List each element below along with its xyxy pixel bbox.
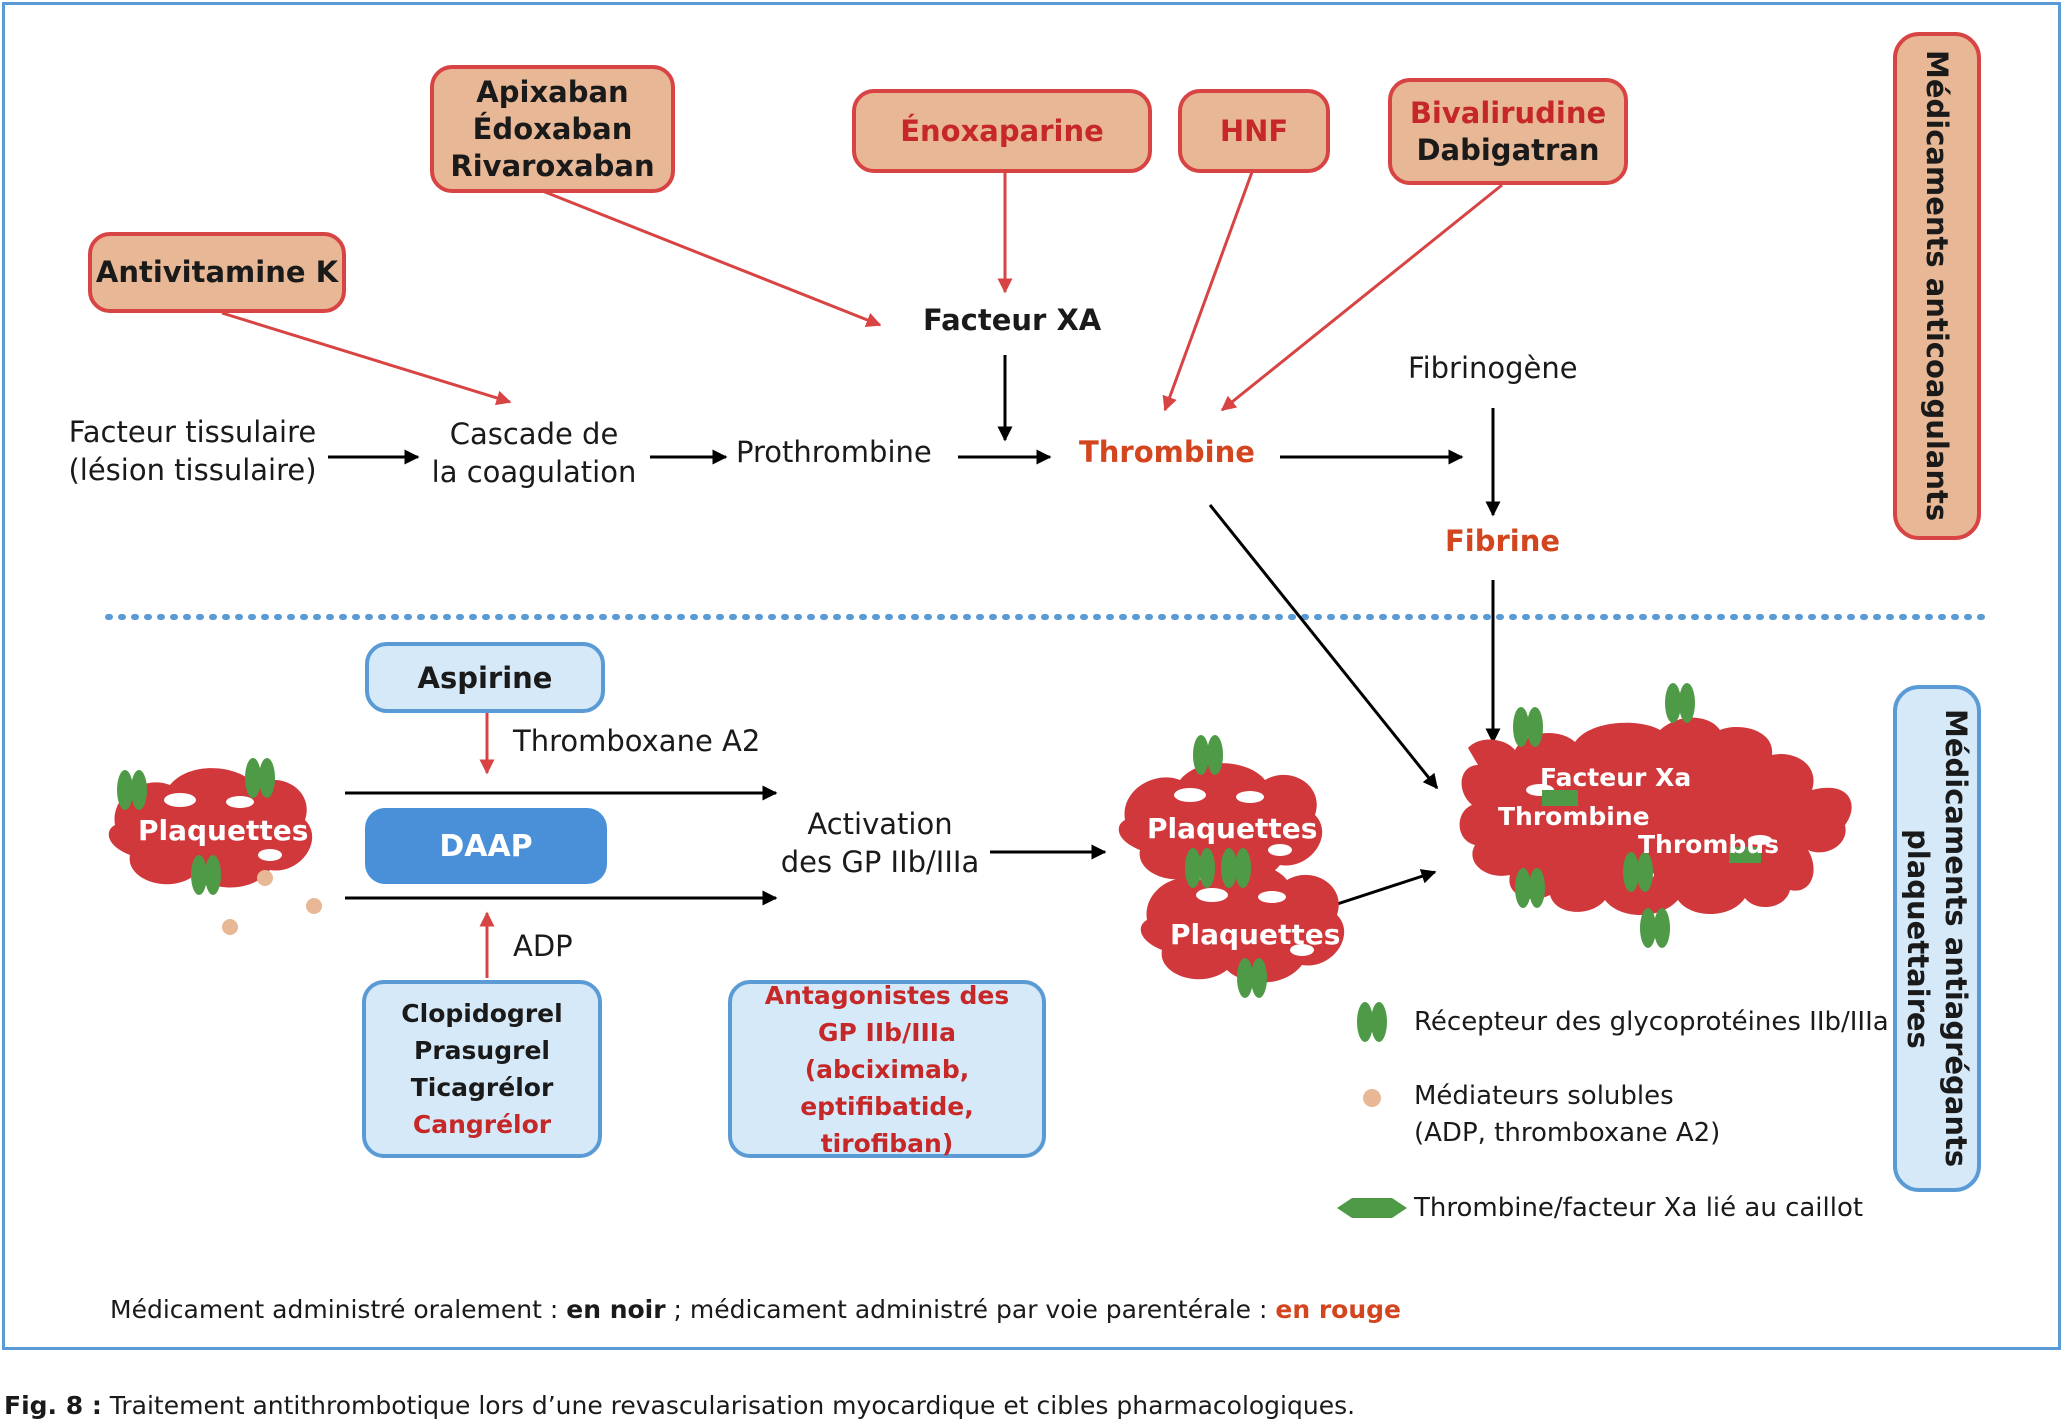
- mediator-dot: [222, 919, 238, 935]
- drug-box-avk: Antivitamine K: [88, 232, 346, 313]
- drug-aspirine: Aspirine: [417, 660, 553, 695]
- label-adp: ADP: [513, 929, 573, 963]
- node-activation-gp: Activation des GP IIb/IIIa: [780, 807, 980, 879]
- panel-anticoagulants-title: Médicaments anticoagulants: [1920, 50, 1954, 522]
- footnote: Médicament administré oralement : en noi…: [110, 1295, 1401, 1324]
- legend-mediator-icon: [1363, 1089, 1381, 1107]
- drug-ticagrelor: Ticagrélor: [410, 1073, 554, 1102]
- drug-box-xa-oral: Apixaban Édoxaban Rivaroxaban: [430, 65, 675, 193]
- drug-clopidogrel: Clopidogrel: [401, 999, 563, 1028]
- drug-box-p2y12: Clopidogrel Prasugrel Ticagrélor Cangrél…: [362, 980, 602, 1158]
- panel-anticoagulants: Médicaments anticoagulants: [1893, 32, 1981, 540]
- legend-receptor-label: Récepteur des glycoprotéines IIb/IIIa: [1414, 1007, 1889, 1037]
- arrow-avk: [221, 311, 512, 406]
- drug-dabigatran: Dabigatran: [1416, 132, 1600, 167]
- bound-enzyme-icon: [1542, 790, 1578, 806]
- figure-caption: Fig. 8 : Traitement antithrombotique lor…: [4, 1391, 1355, 1420]
- drug-hnf: HNF: [1219, 113, 1289, 148]
- drug-enoxaparine: Énoxaparine: [900, 113, 1104, 148]
- node-facteur-xa: Facteur XA: [923, 303, 1102, 337]
- daap-box: DAAP: [365, 808, 607, 884]
- node-cascade: Cascade de la coagulation: [431, 417, 637, 489]
- drug-prasugrel: Prasugrel: [414, 1036, 550, 1065]
- drug-box-gp-antagonists: Antagonistes des GP IIb/IIIa (abciximab,…: [728, 980, 1046, 1158]
- caption-text: Traitement antithrombotique lors d’une r…: [101, 1391, 1356, 1420]
- platelet-label-mid-bottom: Plaquettes: [1170, 918, 1341, 951]
- legend-mediators-label: Médiateurs solubles (ADP, thromboxane A2…: [1414, 1081, 1721, 1148]
- drug-rivaroxaban: Rivaroxaban: [450, 148, 655, 183]
- drug-box-hnf: HNF: [1178, 89, 1330, 173]
- arrow-hnf: [1162, 171, 1254, 412]
- node-facteur-tissulaire: Facteur tissulaire (lésion tissulaire): [68, 415, 317, 487]
- figure-frame: [2, 2, 2061, 1350]
- node-fibrine: Fibrine: [1445, 524, 1561, 558]
- arrow-thrombine-thrombus: [1208, 504, 1439, 790]
- arrow-plaquettes-thrombus: [1324, 869, 1437, 910]
- label-thromboxane: Thromboxane A2: [513, 724, 761, 758]
- platelet-label-mid-top: Plaquettes: [1147, 812, 1318, 845]
- receptor-icon: [1665, 683, 1695, 723]
- drug-box-dti: Bivalirudine Dabigatran: [1388, 78, 1628, 185]
- arrow-bival: [1220, 183, 1503, 412]
- drug-cangrelor: Cangrélor: [412, 1110, 552, 1139]
- drug-avk-label: Antivitamine K: [95, 255, 339, 289]
- legend-bound-icon: [1337, 1198, 1407, 1218]
- daap-label: DAAP: [439, 828, 533, 864]
- thrombus-label-thrombus: Thrombus: [1638, 830, 1779, 859]
- receptor-icon: [1640, 908, 1670, 948]
- bound-enzyme-icon: [1729, 847, 1761, 863]
- mediator-dot: [257, 870, 273, 886]
- drug-box-enoxaparine: Énoxaparine: [852, 89, 1152, 173]
- mediator-dot: [306, 898, 322, 914]
- drug-apixaban: Apixaban: [476, 74, 629, 109]
- platelet-label-left: Plaquettes: [138, 814, 309, 847]
- node-thrombine: Thrombine: [1079, 435, 1255, 469]
- drug-box-aspirine: Aspirine: [365, 642, 605, 713]
- thrombus-label-thrombine: Thrombine: [1498, 802, 1650, 831]
- drug-bivalirudine: Bivalirudine: [1409, 95, 1607, 130]
- drug-edoxaban: Édoxaban: [472, 111, 633, 146]
- node-fibrinogene: Fibrinogène: [1408, 351, 1578, 385]
- legend-receptor-icon: [1357, 1002, 1387, 1042]
- arrow-xa-oral: [539, 188, 882, 327]
- node-prothrombine: Prothrombine: [736, 435, 932, 469]
- thrombus-label-xa: Facteur Xa: [1540, 763, 1692, 792]
- caption-label: Fig. 8 :: [4, 1391, 102, 1420]
- legend-bound-label: Thrombine/facteur Xa lié au caillot: [1414, 1193, 1864, 1223]
